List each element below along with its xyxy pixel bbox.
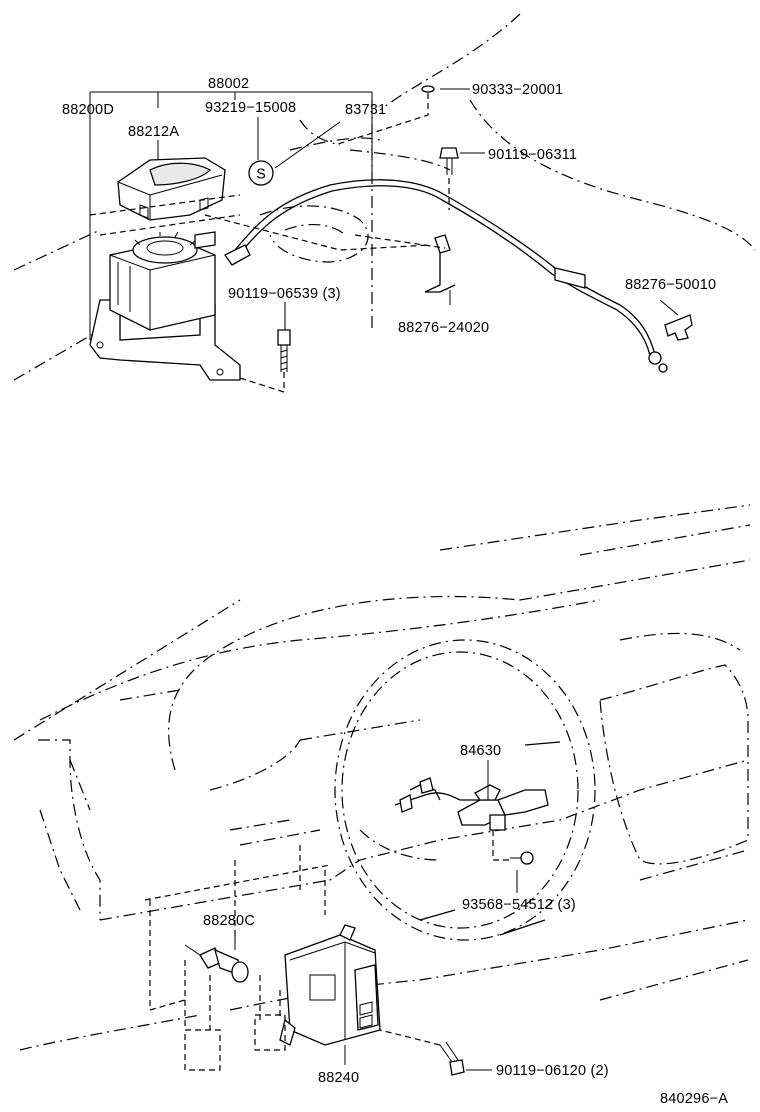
- sealant-symbol: S: [248, 160, 274, 186]
- throttle-cable: [224, 179, 668, 373]
- clamp-88276-24020: [354, 234, 456, 293]
- upper-background-lines: [13, 13, 756, 381]
- svg-text:S: S: [256, 167, 266, 183]
- callout-labels: 88002 88200D 88212A 93219−15008 83731 90…: [62, 76, 728, 1107]
- label-88002: 88002: [208, 76, 249, 92]
- lower-leader-lines: [234, 760, 518, 1071]
- label-88200D: 88200D: [62, 102, 114, 118]
- cruise-switch-84630: [394, 777, 549, 865]
- clamp-88276-50010: [664, 314, 693, 341]
- label-88276-50010: 88276−50010: [625, 277, 716, 293]
- label-93568-54512: 93568−54512 (3): [462, 897, 576, 913]
- label-90119-06539: 90119−06539 (3): [228, 286, 341, 302]
- bolt-90119-06539: [239, 329, 291, 393]
- label-90119-06311: 90119−06311: [488, 147, 577, 163]
- stop-lamp-switch-88280C: [184, 944, 249, 983]
- lower-dashed-connectors: [144, 845, 331, 1071]
- label-90119-06120: 90119−06120 (2): [496, 1063, 609, 1079]
- label-93219-15008: 93219−15008: [205, 100, 296, 116]
- label-88240: 88240: [318, 1070, 359, 1086]
- dashboard-outline: [13, 504, 751, 1051]
- actuator-bracket: [89, 299, 241, 381]
- steering-wheel: [334, 639, 596, 941]
- bolt-90119-06311: [439, 147, 459, 210]
- oring-90333-20001: [334, 85, 435, 146]
- label-88280C: 88280C: [203, 913, 255, 929]
- label-88276-24020: 88276−24020: [398, 320, 489, 336]
- label-84630: 84630: [460, 743, 501, 759]
- bolt-90119-06120: [379, 1029, 465, 1076]
- upper-leader-lines: [89, 88, 679, 340]
- label-88212A: 88212A: [128, 124, 179, 140]
- label-90333-20001: 90333−20001: [472, 82, 563, 98]
- figure-id: 840296−A: [660, 1091, 728, 1107]
- cruise-actuator-assembly: [89, 157, 241, 381]
- upper-dashed-links: [89, 194, 431, 251]
- label-83731: 83731: [345, 102, 386, 118]
- cruise-ecu-88240: [279, 924, 381, 1046]
- actuator-gear: [132, 236, 198, 264]
